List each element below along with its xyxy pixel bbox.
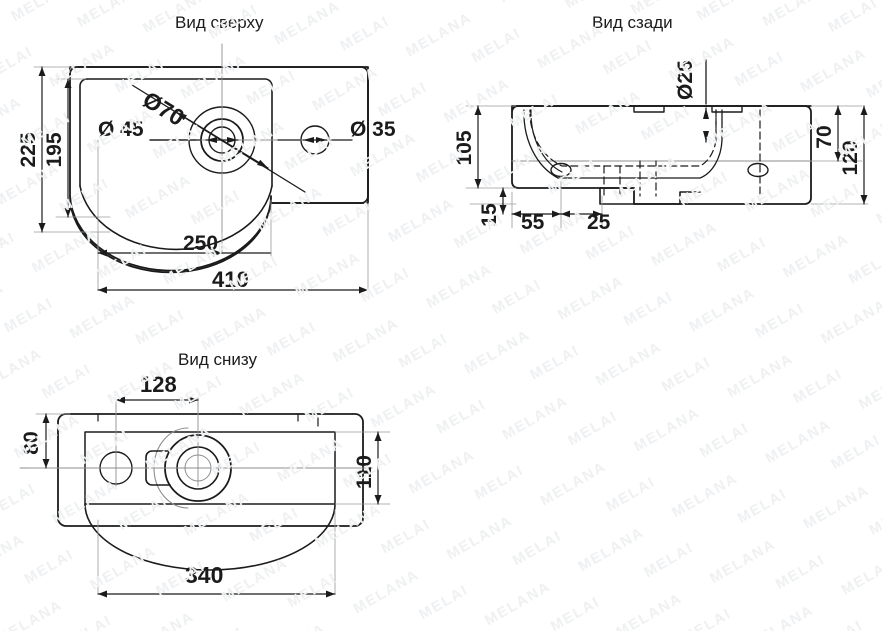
dim-70: 70 — [813, 125, 836, 148]
dim-d25: Ø25 — [674, 60, 697, 100]
dim-55: 55 — [521, 211, 545, 234]
rear-view-geometry — [465, 59, 869, 229]
dim-80: 80 — [20, 431, 43, 454]
dim-d35: Ø 35 — [350, 118, 396, 141]
dim-110: 110 — [353, 455, 376, 489]
dim-128: 128 — [140, 372, 177, 397]
view-title-bottom: Вид снизу — [178, 350, 257, 369]
dim-250: 250 — [183, 232, 218, 255]
dim-340: 340 — [185, 562, 223, 588]
dim-d70: Ø70 — [138, 86, 189, 131]
dim-15: 15 — [478, 203, 501, 227]
dim-225: 225 — [17, 132, 40, 167]
dim-d45: Ø 45 — [98, 118, 144, 141]
dim-410: 410 — [212, 267, 249, 292]
view-title-rear: Вид сзади — [592, 13, 673, 32]
dim-195: 195 — [43, 132, 66, 167]
dim-105: 105 — [453, 130, 476, 165]
view-title-top: Вид сверху — [175, 13, 264, 32]
dim-25: 25 — [587, 211, 611, 234]
dim-120: 120 — [839, 140, 862, 175]
